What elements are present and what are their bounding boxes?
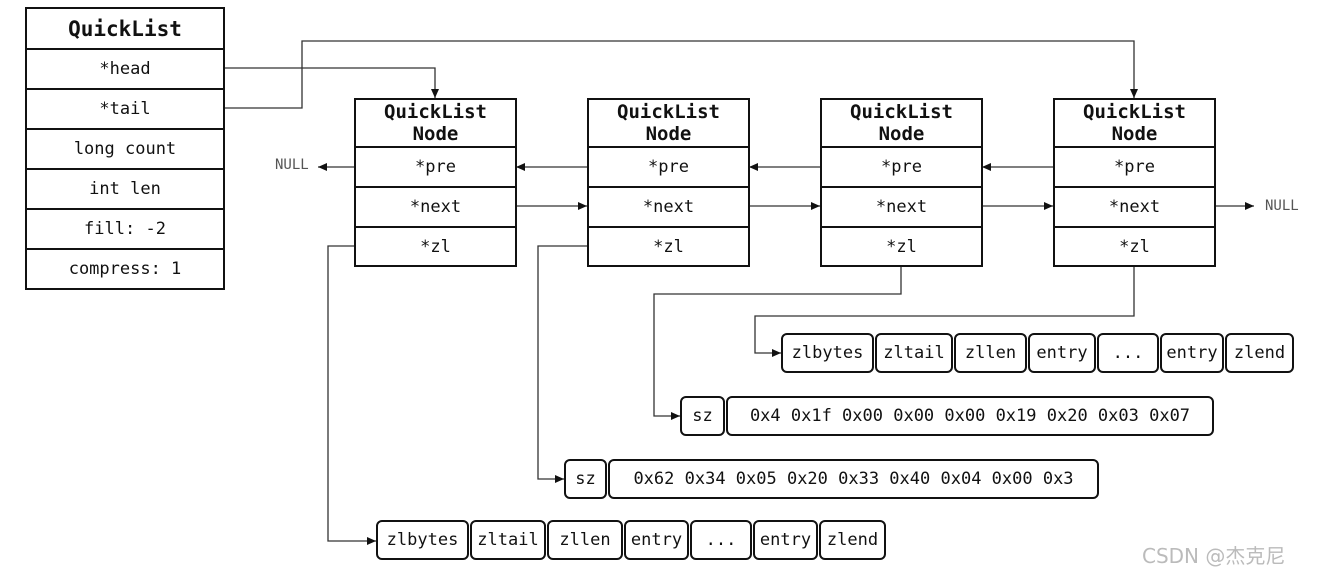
null-left-label: NULL bbox=[275, 157, 309, 173]
node-pre-field: *pre bbox=[356, 148, 515, 188]
node2-zl-line bbox=[537, 245, 587, 483]
compressed-bytes: 0x4 0x1f 0x00 0x00 0x00 0x19 0x20 0x03 0… bbox=[726, 396, 1214, 436]
node-title-line1: QuickList bbox=[384, 101, 487, 123]
node3-zl-line bbox=[653, 266, 902, 420]
watermark-text: CSDN @杰克尼 bbox=[1142, 544, 1286, 568]
node1-zl-line bbox=[327, 245, 376, 545]
quicklist-fill-field: fill: -2 bbox=[27, 210, 223, 250]
ziplist-zlend: zlend bbox=[1225, 333, 1294, 373]
head-pointer-line bbox=[224, 67, 439, 98]
node-title-line2: Node bbox=[1111, 123, 1158, 145]
node-pre-field: *pre bbox=[822, 148, 981, 188]
ziplist-entry: entry bbox=[624, 520, 689, 560]
quicklist-title: QuickList bbox=[27, 9, 223, 50]
ziplist-ellipsis: ... bbox=[690, 520, 752, 560]
ziplist-zlbytes: zlbytes bbox=[781, 333, 874, 373]
node-title: QuickList Node bbox=[1055, 100, 1214, 148]
node-title-line2: Node bbox=[412, 123, 459, 145]
node-next-field: *next bbox=[822, 188, 981, 228]
node-next-field: *next bbox=[356, 188, 515, 228]
node-title-line2: Node bbox=[878, 123, 925, 145]
compressed-node-a: sz 0x4 0x1f 0x00 0x00 0x00 0x19 0x20 0x0… bbox=[680, 396, 1215, 436]
node-title: QuickList Node bbox=[822, 100, 981, 148]
null-right-label: NULL bbox=[1265, 198, 1299, 214]
ziplist-entry: entry bbox=[753, 520, 818, 560]
quicklist-node-1: QuickList Node *pre *next *zl bbox=[354, 98, 517, 267]
quicklist-head-field: *head bbox=[27, 50, 223, 90]
node-zl-field: *zl bbox=[886, 236, 917, 257]
ziplist-zltail: zltail bbox=[470, 520, 546, 560]
quicklist-tail-field: *tail bbox=[27, 90, 223, 130]
quicklist-node-2: QuickList Node *pre *next *zl bbox=[587, 98, 750, 267]
compressed-node-b: sz 0x62 0x34 0x05 0x20 0x33 0x40 0x04 0x… bbox=[564, 459, 1100, 499]
ziplist-zltail: zltail bbox=[875, 333, 953, 373]
node-title: QuickList Node bbox=[356, 100, 515, 148]
quicklist-struct: QuickList *head *tail long count int len… bbox=[25, 7, 225, 290]
compressed-sz: sz bbox=[680, 396, 725, 436]
node-zl-field: *zl bbox=[1119, 236, 1150, 257]
tail-pointer-line bbox=[224, 40, 1138, 109]
node4-zl-line bbox=[754, 266, 1135, 357]
quicklist-node-4: QuickList Node *pre *next *zl bbox=[1053, 98, 1216, 267]
ziplist-entry: entry bbox=[1160, 333, 1224, 373]
ziplist-top: zlbytes zltail zllen entry ... entry zle… bbox=[781, 333, 1295, 373]
node-pre-field: *pre bbox=[589, 148, 748, 188]
compressed-bytes: 0x62 0x34 0x05 0x20 0x33 0x40 0x04 0x00 … bbox=[608, 459, 1099, 499]
ziplist-zlbytes: zlbytes bbox=[376, 520, 469, 560]
node-zl-field: *zl bbox=[653, 236, 684, 257]
ziplist-zlend: zlend bbox=[819, 520, 886, 560]
compressed-sz: sz bbox=[564, 459, 607, 499]
ziplist-entry: entry bbox=[1028, 333, 1096, 373]
quicklist-count-field: long count bbox=[27, 130, 223, 170]
quicklist-len-field: int len bbox=[27, 170, 223, 210]
ziplist-bottom: zlbytes zltail zllen entry ... entry zle… bbox=[376, 520, 887, 560]
node-next-field: *next bbox=[589, 188, 748, 228]
quicklist-compress-field: compress: 1 bbox=[68, 259, 182, 279]
quicklist-node-3: QuickList Node *pre *next *zl bbox=[820, 98, 983, 267]
node-title-line1: QuickList bbox=[1083, 101, 1186, 123]
node-zl-field: *zl bbox=[420, 236, 451, 257]
ziplist-ellipsis: ... bbox=[1097, 333, 1159, 373]
node-title: QuickList Node bbox=[589, 100, 748, 148]
node-title-line2: Node bbox=[645, 123, 692, 145]
node-pre-field: *pre bbox=[1055, 148, 1214, 188]
node-next-field: *next bbox=[1055, 188, 1214, 228]
node-title-line1: QuickList bbox=[850, 101, 953, 123]
ziplist-zllen: zllen bbox=[547, 520, 623, 560]
ziplist-zllen: zllen bbox=[954, 333, 1027, 373]
node-title-line1: QuickList bbox=[617, 101, 720, 123]
